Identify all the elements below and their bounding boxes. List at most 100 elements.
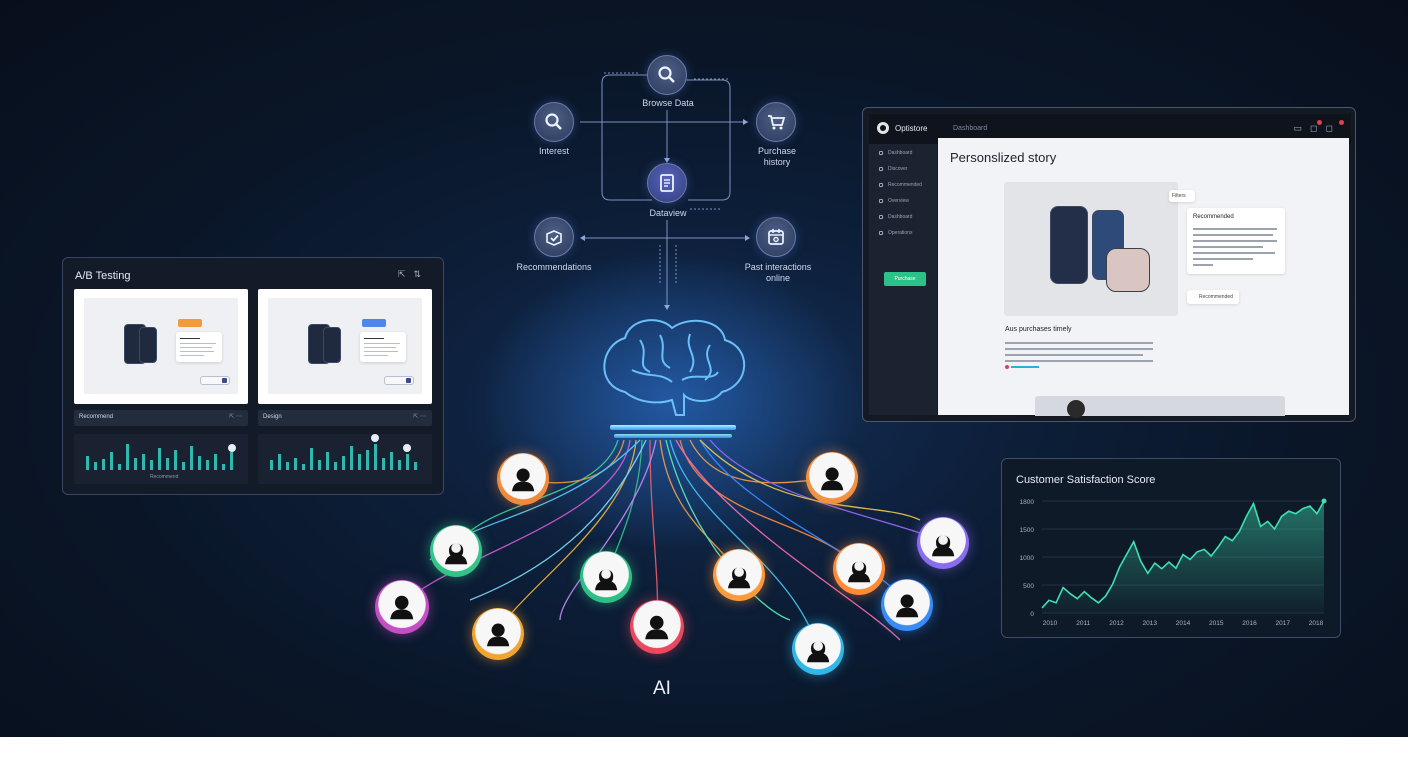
x-tick-label: 2010 — [1043, 620, 1058, 627]
tab-dashboard[interactable]: Dashboard — [953, 125, 988, 132]
hero-product-image — [1004, 182, 1178, 316]
phone-image — [1050, 206, 1088, 284]
variant-a-bar-label: Recommend — [79, 414, 114, 420]
person-icon — [895, 594, 919, 618]
customer-avatar[interactable] — [630, 600, 684, 654]
variant-b-mini-chart — [258, 434, 432, 484]
x-tick-label: 2011 — [1076, 620, 1090, 627]
x-tick-label: 2018 — [1309, 620, 1324, 627]
sidebar-item[interactable]: Operations — [879, 230, 912, 236]
x-tick-label: 2012 — [1109, 620, 1124, 627]
x-tick-label: 2017 — [1276, 620, 1291, 627]
sidebar-item-label: Dashboard — [888, 150, 913, 156]
customer-avatar[interactable] — [917, 517, 969, 569]
variant-a-button[interactable] — [200, 376, 230, 385]
sidebar-item[interactable]: Discover — [879, 166, 907, 172]
sidebar-item-label: Discover — [888, 166, 908, 172]
variant-a-bar-icons[interactable]: ⇱ ⋯ — [229, 414, 242, 420]
dataview-node[interactable] — [647, 163, 687, 203]
customer-avatar[interactable] — [881, 579, 933, 631]
variant-b-tag — [362, 319, 386, 327]
customer-avatar[interactable] — [580, 551, 632, 603]
past-interactions-node[interactable] — [756, 217, 796, 257]
recommended-card[interactable]: Recommended — [1187, 208, 1285, 274]
interest-label: Interest — [538, 146, 569, 156]
sidebar-item-label: Recommended — [888, 182, 922, 188]
window-icon[interactable]: ▭ — [1293, 123, 1311, 133]
y-tick-label: 1800 — [1020, 499, 1035, 506]
x-tick-label: 2014 — [1176, 620, 1191, 627]
x-tick-label: 2015 — [1209, 620, 1224, 627]
person-icon — [931, 535, 955, 557]
y-tick-label: 0 — [1030, 611, 1034, 618]
variant-a-card — [176, 332, 222, 362]
customer-avatar[interactable] — [713, 549, 765, 601]
brand-name: Optistore — [895, 124, 928, 133]
variant-b-image — [268, 298, 422, 394]
customer-avatar[interactable] — [430, 525, 482, 577]
story-text-line — [1005, 348, 1153, 350]
variant-b-bar-label: Design — [263, 414, 282, 420]
person-icon — [511, 468, 535, 492]
interest-node[interactable] — [534, 102, 574, 142]
variant-b-bar-icons[interactable]: ⇱ ⋯ — [413, 414, 426, 420]
variant-a-bar: Recommend ⇱ ⋯ — [74, 410, 248, 426]
top-bar-icons[interactable]: ▭◻◻ — [1294, 123, 1341, 134]
sidebar-item[interactable]: Recommended — [879, 182, 922, 188]
purchase-history-node[interactable] — [756, 102, 796, 142]
purchase-button[interactable]: Purchase — [884, 272, 926, 286]
customer-avatar[interactable] — [833, 543, 885, 595]
customer-avatar[interactable] — [472, 608, 524, 660]
recommendations-node[interactable] — [534, 217, 574, 257]
variant-b-card — [360, 332, 406, 362]
story-text-line — [1005, 354, 1143, 356]
ab-panel-actions[interactable]: ⇱⇅ — [398, 269, 429, 280]
bell-icon[interactable]: ◻ — [1310, 123, 1326, 133]
customer-avatar[interactable] — [806, 452, 858, 504]
ps-content: Personslized story Filters Recommended R… — [938, 138, 1349, 418]
variant-b-mini-bars — [270, 434, 417, 470]
ab-testing-title: A/B Testing — [75, 270, 131, 282]
x-tick-label: 2013 — [1143, 620, 1158, 627]
ps-sidebar: Dashboard Discover Recommended Overview … — [869, 144, 937, 415]
customer-avatar[interactable] — [792, 623, 844, 675]
series-line — [1041, 500, 1325, 609]
variant-a-mini-bars — [86, 444, 236, 470]
browse-data-node[interactable] — [647, 55, 687, 95]
notification-icon[interactable]: ◻ — [1325, 123, 1341, 133]
person-icon — [645, 616, 669, 640]
story-text-line — [1005, 342, 1153, 344]
cart-icon — [768, 115, 786, 130]
sidebar-item-label: Overview — [888, 198, 909, 204]
filter-icon[interactable]: ⇅ — [413, 269, 429, 279]
sidebar-item[interactable]: Dashboard — [879, 150, 912, 156]
status-dot — [1005, 365, 1009, 369]
variant-b-button[interactable] — [384, 376, 414, 385]
sidebar-item-label: Operations — [888, 230, 913, 236]
person-icon — [727, 567, 751, 589]
past-interactions-label: Past interactions online — [744, 262, 812, 283]
phone-image — [139, 327, 157, 363]
variant-b-preview[interactable] — [258, 289, 432, 404]
sidebar-item[interactable]: Overview — [879, 198, 909, 204]
share-icon[interactable]: ⇱ — [397, 269, 414, 279]
infographic-canvas: Browse Data Interest Purchase history Da… — [0, 0, 1408, 737]
ai-label: AI — [653, 678, 671, 699]
filters-chip[interactable]: Filters — [1169, 190, 1195, 202]
ab-testing-panel: A/B Testing ⇱⇅ — [62, 257, 444, 495]
page-title: Personslized story — [950, 150, 1057, 165]
phone-case-image — [1106, 248, 1150, 292]
customer-avatar[interactable] — [497, 453, 549, 505]
sidebar-item[interactable]: Dashboard — [879, 214, 912, 220]
y-tick-label: 500 — [1023, 583, 1034, 590]
x-tick-label: 2016 — [1242, 620, 1257, 627]
chart-title: Customer Satisfaction Score — [1016, 474, 1156, 486]
person-icon — [806, 641, 830, 663]
story-subtitle: Aus purchases timely — [1005, 326, 1072, 333]
recommended-chip[interactable]: Recommended — [1187, 290, 1239, 304]
variant-a-preview[interactable] — [74, 289, 248, 404]
person-icon — [847, 561, 871, 583]
y-tick-label: 1000 — [1020, 555, 1035, 562]
customer-avatar[interactable] — [375, 580, 429, 634]
